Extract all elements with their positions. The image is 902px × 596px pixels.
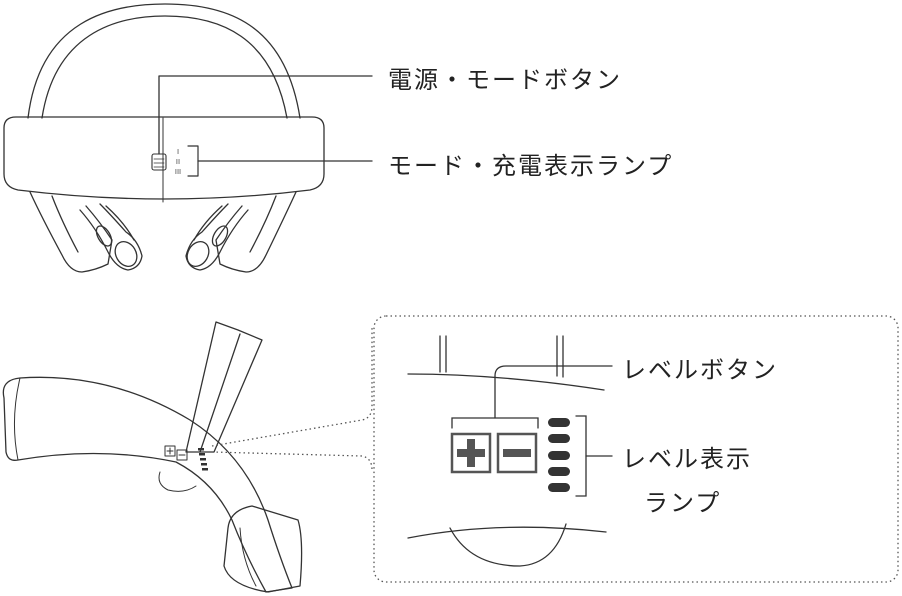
power-mode-button-icon — [151, 153, 167, 171]
zoom-box — [373, 315, 899, 583]
level-lamps — [548, 418, 570, 492]
right-claw — [185, 203, 249, 271]
level-lamp-3 — [548, 451, 570, 460]
power-leader-line — [158, 75, 373, 155]
mode-charge-lamp-label: モード・充電表示ランプ — [388, 152, 674, 180]
level-lamp-5 — [548, 483, 570, 492]
zoom-connectors — [211, 326, 373, 471]
level-button-leader-line — [494, 365, 613, 419]
side-claw — [223, 505, 303, 593]
band-outer-arc — [27, 3, 301, 119]
level-lamp-label-line2: ランプ — [644, 489, 722, 517]
side-level-lamps — [198, 448, 208, 471]
mode-mark-1: I — [177, 148, 179, 156]
left-claw — [79, 203, 143, 271]
level-button-bracket — [451, 417, 539, 429]
level-lamp-4 — [548, 467, 570, 476]
power-mode-button-label: 電源・モードボタン — [388, 66, 622, 94]
level-button-label: レベルボタン — [622, 356, 778, 384]
mode-mark-2: II — [176, 158, 180, 166]
level-lamp-2 — [548, 434, 570, 443]
device-top-view — [3, 3, 373, 273]
side-band — [185, 321, 263, 453]
side-plus-button — [164, 445, 176, 457]
device-side-view — [2, 321, 303, 593]
left-arm — [29, 191, 113, 273]
mode-mark-3: III — [175, 168, 181, 176]
mode-lamp-bracket — [187, 145, 199, 177]
side-body — [2, 376, 293, 593]
level-lamp-1 — [548, 418, 570, 427]
side-minus-button — [176, 449, 188, 461]
zoom-detail — [407, 335, 613, 567]
level-lamp-label-line1: レベル表示 — [622, 445, 752, 473]
band-inner-arc — [41, 15, 288, 119]
level-lamp-bracket — [575, 415, 587, 497]
right-arm — [215, 191, 297, 273]
device-body — [3, 116, 325, 200]
